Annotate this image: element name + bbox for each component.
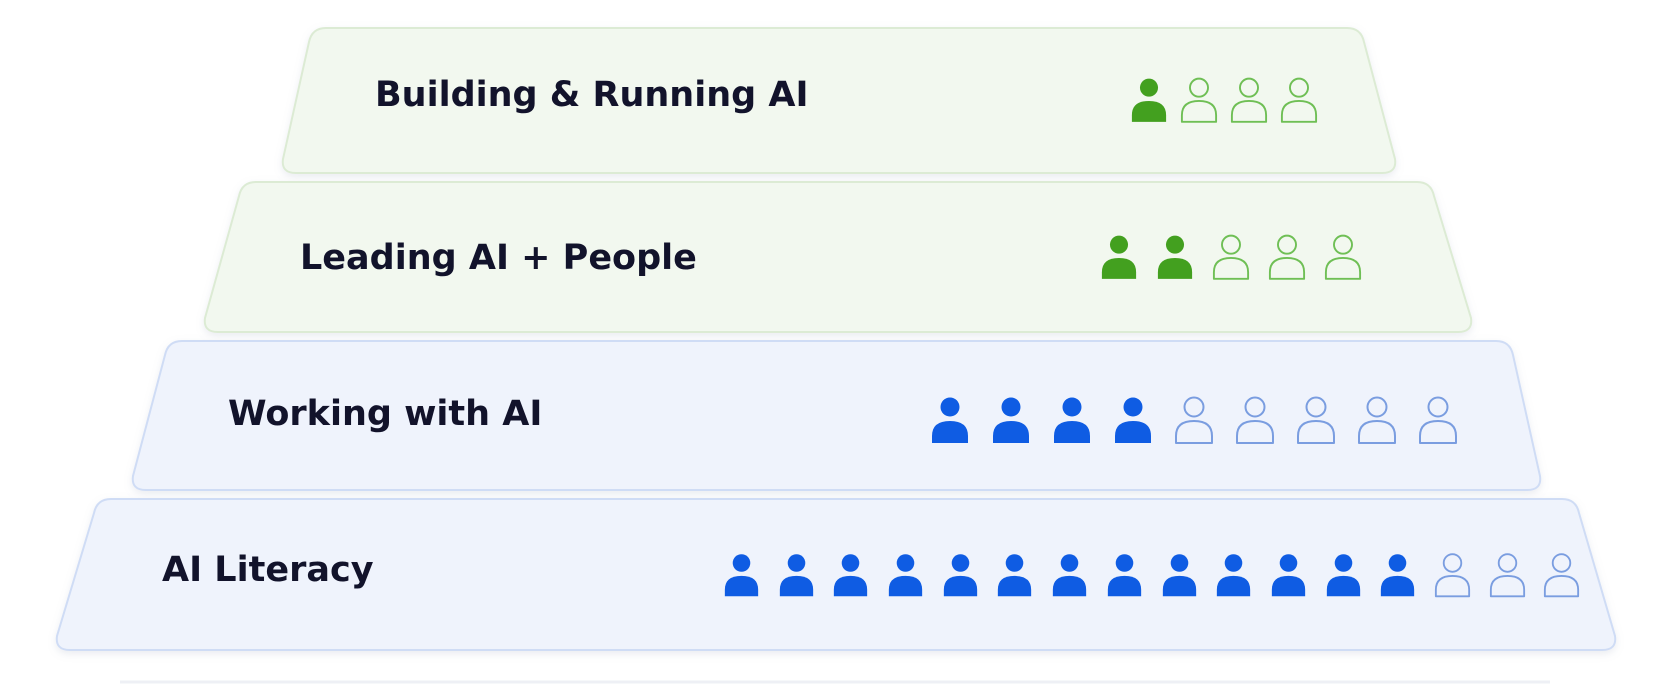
person-filled-icon bbox=[1381, 554, 1415, 597]
people-row bbox=[1130, 76, 1318, 124]
person-filled-icon bbox=[1162, 554, 1196, 597]
band-building-running-ai bbox=[281, 27, 1397, 174]
tier-label: AI Literacy bbox=[162, 550, 374, 590]
person-outline-icon bbox=[1324, 234, 1362, 280]
person-filled-icon bbox=[724, 554, 759, 597]
person-outline-icon bbox=[1230, 77, 1268, 123]
person-filled-icon bbox=[1326, 554, 1360, 597]
person-outline-icon bbox=[1358, 396, 1396, 444]
person-filled-icon bbox=[998, 554, 1032, 597]
person-filled-icon bbox=[1052, 554, 1087, 597]
person-filled-icon bbox=[834, 554, 868, 597]
person-filled-icon bbox=[1115, 397, 1151, 443]
person-filled-icon bbox=[779, 554, 813, 597]
tier-label: Building & Running AI bbox=[375, 75, 809, 115]
band-ai-literacy bbox=[55, 498, 1617, 651]
people-row bbox=[723, 551, 1580, 599]
people-row bbox=[1100, 233, 1362, 281]
tier-label: Leading AI + People bbox=[300, 238, 697, 278]
person-outline-icon bbox=[1180, 77, 1218, 123]
person-filled-icon bbox=[1157, 235, 1193, 279]
people-row bbox=[930, 395, 1458, 445]
person-filled-icon bbox=[993, 397, 1029, 443]
person-outline-icon bbox=[1212, 234, 1250, 280]
person-outline-icon bbox=[1434, 553, 1471, 598]
person-outline-icon bbox=[1489, 553, 1525, 598]
person-outline-icon bbox=[1280, 77, 1318, 123]
person-filled-icon bbox=[1107, 554, 1141, 597]
person-filled-icon bbox=[1054, 397, 1090, 443]
person-filled-icon bbox=[1271, 554, 1306, 597]
band-working-with-ai bbox=[131, 340, 1542, 491]
person-outline-icon bbox=[1175, 396, 1213, 444]
person-filled-icon bbox=[932, 397, 968, 443]
person-filled-icon bbox=[1131, 78, 1167, 122]
person-filled-icon bbox=[1101, 235, 1137, 279]
person-filled-icon bbox=[1217, 554, 1251, 597]
person-outline-icon bbox=[1544, 553, 1580, 598]
person-outline-icon bbox=[1297, 396, 1335, 444]
person-filled-icon bbox=[943, 554, 977, 597]
person-outline-icon bbox=[1236, 396, 1274, 444]
person-filled-icon bbox=[888, 554, 923, 597]
band-leading-ai-people bbox=[203, 181, 1473, 333]
person-outline-icon bbox=[1268, 234, 1306, 280]
person-outline-icon bbox=[1419, 396, 1457, 444]
tier-label: Working with AI bbox=[228, 394, 543, 434]
